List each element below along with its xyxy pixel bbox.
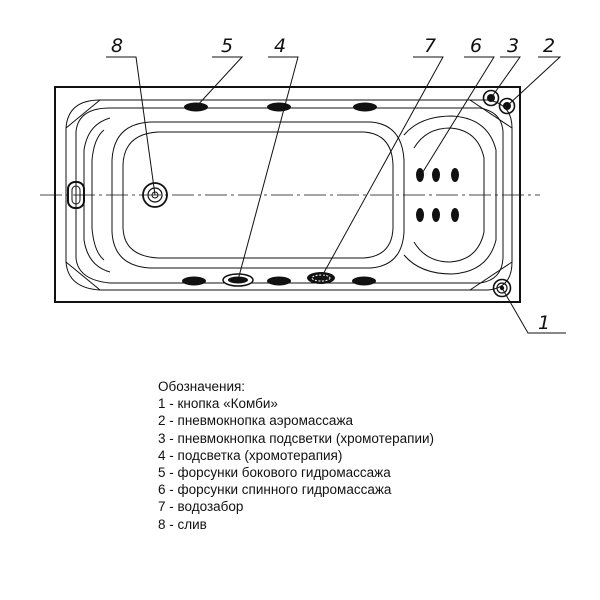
legend-item: 1 - кнопка «Комби» bbox=[158, 396, 278, 412]
back-jet bbox=[416, 208, 424, 222]
rim-diagonal bbox=[65, 261, 101, 291]
side-jet bbox=[353, 102, 377, 112]
legend-item: 4 - подсветка (хромотерапия) bbox=[158, 447, 343, 463]
rim-diagonal bbox=[65, 99, 101, 129]
side-jet bbox=[267, 276, 291, 286]
leader-line-7 bbox=[320, 56, 444, 279]
tub-basin-inner bbox=[122, 131, 394, 259]
leader-line-3 bbox=[490, 56, 521, 99]
tub-rim-line-2 bbox=[75, 107, 504, 284]
callout-4: 4 bbox=[274, 35, 286, 57]
legend-item: 2 - пневмокнопка аэромассажа bbox=[158, 413, 353, 429]
leader-line-1 bbox=[501, 287, 566, 334]
rim-diagonal bbox=[469, 99, 513, 129]
tub-outer-rim bbox=[54, 86, 521, 303]
tub-foot-end-inner bbox=[91, 129, 105, 261]
rim-diagonal bbox=[469, 261, 513, 291]
leader-line-4 bbox=[237, 56, 299, 281]
callout-6: 6 bbox=[470, 35, 482, 57]
overflow-fitting bbox=[67, 181, 85, 209]
side-jet bbox=[352, 276, 376, 286]
legend-item: 5 - форсунки бокового гидромассажа bbox=[158, 465, 391, 481]
drain-fitting bbox=[142, 182, 168, 208]
callout-2: 2 bbox=[543, 35, 555, 57]
legend-title: Обозначения: bbox=[158, 379, 246, 394]
legend-item: 6 - форсунки спинного гидромассажа bbox=[158, 482, 392, 498]
leader-line-2 bbox=[506, 56, 562, 107]
callout-1: 1 bbox=[538, 312, 550, 334]
back-jet bbox=[416, 168, 424, 182]
leader-line-8 bbox=[106, 56, 156, 196]
side-jet bbox=[182, 276, 206, 286]
callout-8: 8 bbox=[111, 35, 123, 57]
leader-line-5 bbox=[195, 56, 244, 108]
callout-7: 7 bbox=[424, 35, 436, 57]
back-jet bbox=[432, 208, 440, 222]
bathtub-top-view-drawing: 8 5 4 7 6 3 2 1 bbox=[40, 35, 566, 334]
legend: Обозначения: 1 - кнопка «Комби» 2 - пнев… bbox=[158, 378, 434, 533]
legend-item: 7 - водозабор bbox=[158, 499, 244, 515]
callout-5: 5 bbox=[221, 35, 233, 57]
callout-3: 3 bbox=[507, 35, 519, 57]
tub-basin bbox=[111, 121, 405, 269]
legend-item: 8 - слив bbox=[158, 516, 207, 532]
side-jet bbox=[267, 102, 291, 112]
back-jet bbox=[451, 208, 459, 222]
back-jet bbox=[451, 168, 459, 182]
overflow-fitting-inner bbox=[71, 185, 81, 205]
legend-item: 3 - пневмокнопка подсветки (хромотерапии… bbox=[158, 430, 435, 446]
tub-inner-rim bbox=[65, 99, 513, 291]
back-jet bbox=[432, 168, 440, 182]
leader-line-6 bbox=[420, 56, 495, 176]
